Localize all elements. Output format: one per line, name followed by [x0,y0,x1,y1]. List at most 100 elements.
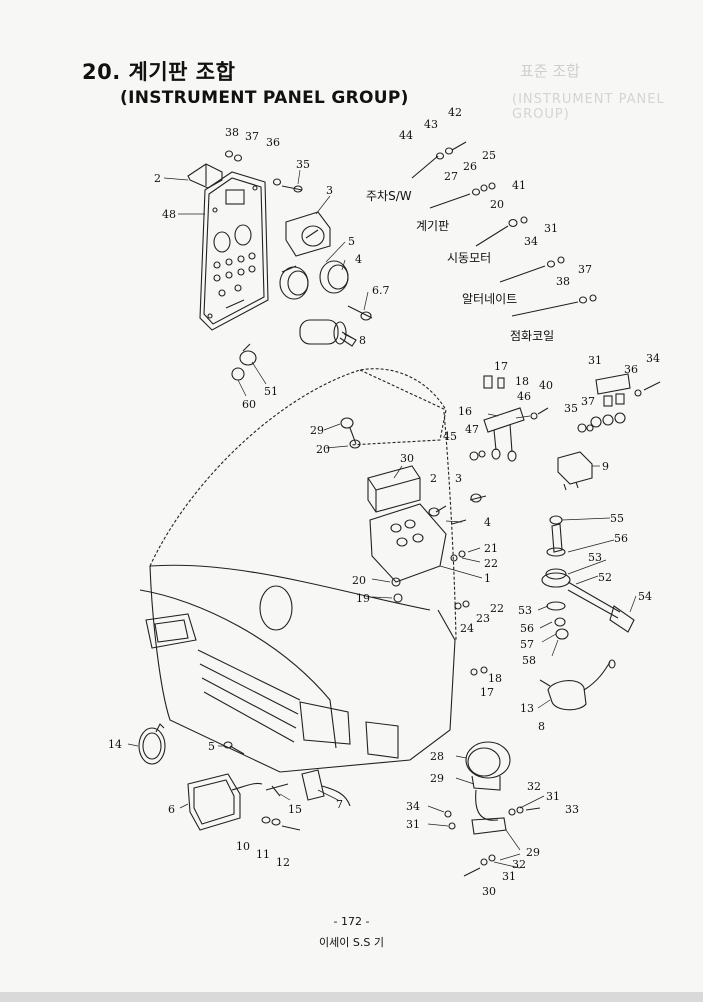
callout: 46 [517,390,531,403]
fuse-holder [469,375,549,462]
callout: 20 [316,443,330,456]
round-lamp [138,723,166,765]
callout: 27 [444,170,458,183]
callout: 37 [578,263,592,276]
callout: 55 [610,512,624,525]
callout: 30 [400,452,414,465]
callout: 4 [355,253,362,266]
callout: 32 [527,780,541,793]
model-name: 이세이 S.S 기 [319,936,384,949]
callout: 31 [544,222,558,235]
callout: 16 [458,405,472,418]
callout: 52 [598,571,612,584]
page-subtitle: (INSTRUMENT PANEL GROUP) [120,88,409,108]
head-lamp [187,773,263,831]
callout: 11 [256,848,270,861]
callout: 42 [448,106,462,119]
callout: 20 [352,574,366,587]
callout: 23 [476,612,490,625]
callout: 34 [524,235,538,248]
flasher-unit [557,451,593,491]
callout: 5 [208,740,215,753]
callout: 53 [588,551,602,564]
label-ignition-coil: 점화코일 [510,329,554,343]
callout: 26 [463,160,477,173]
callout: 36 [624,363,638,376]
callout: 37 [581,395,595,408]
wire-terminals [411,141,597,317]
callout: 12 [276,856,290,869]
screw [347,305,373,319]
callout: 17 [494,360,508,373]
gauge-meter [285,211,331,257]
callout: 35 [564,402,578,415]
callout: 14 [108,738,122,751]
label-parking-switch: 주차S/W [366,189,412,203]
callout: 36 [266,136,280,149]
callout: 3 [326,184,333,197]
callout: 17 [480,686,494,699]
callout: 38 [225,126,239,139]
callout: 7 [336,798,343,811]
callout: 28 [430,750,444,763]
label-starter-motor: 시동모터 [447,251,491,265]
callout: 29 [430,772,444,785]
callout: 29 [526,846,540,859]
callout: 5 [348,235,355,248]
callout: 51 [264,385,278,398]
callout: 44 [399,129,413,142]
callout: 45 [443,430,457,443]
callout: 34 [406,800,420,813]
callout: 19 [356,592,370,605]
callout: 60 [242,398,256,411]
switch-7 [301,769,351,807]
callout: 22 [484,557,498,570]
callout: 56 [520,622,534,635]
callout: 29 [310,424,324,437]
display-block [367,465,421,513]
page-title: 20. 계기판 조합 [82,60,236,84]
callout: 9 [602,460,609,473]
callout: 20 [490,198,504,211]
callout: 6 [168,803,175,816]
panel-bracket [187,163,223,189]
callout: 41 [512,179,526,192]
callout: 2 [154,172,161,185]
callout: 53 [518,604,532,617]
callout: 6.7 [372,284,390,297]
lever-assembly [541,515,635,640]
callout: 35 [296,158,310,171]
callout: 1 [484,572,491,585]
faded-title-kr: 표준 조합 [520,62,580,80]
callout: 47 [465,423,479,436]
leader-lines [127,169,637,869]
callout: 40 [539,379,553,392]
callout: 31 [406,818,420,831]
callout: 24 [460,622,474,635]
callout: 18 [488,672,502,685]
callout: 25 [482,149,496,162]
work-lamp [444,741,541,877]
callout: 58 [522,654,536,667]
callout: 8 [359,334,366,347]
callout: 48 [162,208,176,221]
callout: 57 [520,638,534,651]
callout: 18 [515,375,529,388]
label-alternator: 알터네이트 [462,292,517,306]
callout: 2 [430,472,437,485]
callout: 31 [588,354,602,367]
faded-title-en: (INSTRUMENT PANEL GROUP) [512,92,665,122]
callout: 31 [502,870,516,883]
connector-body [539,659,616,711]
callout: 38 [556,275,570,288]
relay-bracket [577,373,661,433]
callout: 31 [546,790,560,803]
callout: 13 [520,702,534,715]
callout: 54 [638,590,652,603]
callout: 34 [646,352,660,365]
callout: 56 [614,532,628,545]
callout: 43 [424,118,438,131]
callout: 21 [484,542,498,555]
callout-numbers: 38 37 36 2 35 3 48 5 4 6.7 8 51 60 44 43… [108,106,660,898]
